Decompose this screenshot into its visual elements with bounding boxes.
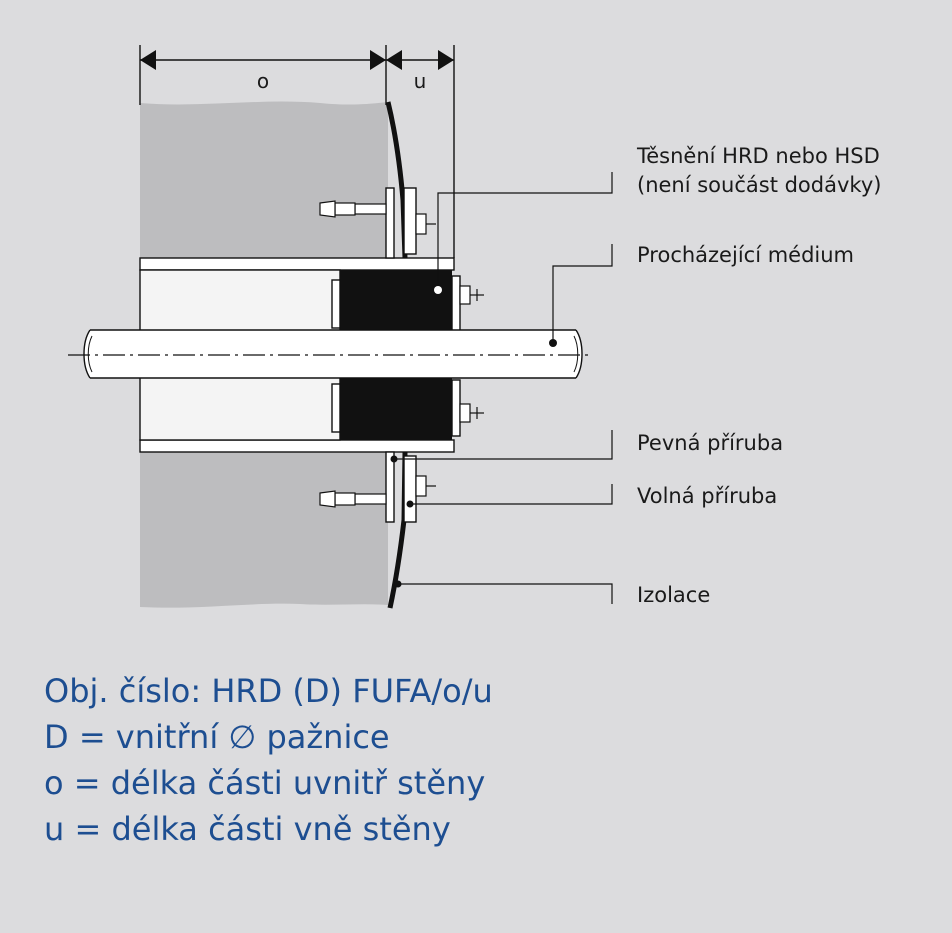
caption-line-u: u = délka části vně stěny xyxy=(44,810,451,848)
wall-anchors xyxy=(319,200,387,508)
seal-nuts xyxy=(459,285,484,423)
label-insulation: Izolace xyxy=(637,583,711,607)
through-pipe xyxy=(68,329,592,379)
caption-line-d: D = vnitřní ∅ pažnice xyxy=(44,718,390,756)
leader-lines xyxy=(394,172,613,604)
label-seal-line1: Těsnění HRD nebo HSD xyxy=(637,144,880,168)
caption-line-order-number: Obj. číslo: HRD (D) FUFA/o/u xyxy=(44,672,493,710)
flange-bolts xyxy=(415,213,436,497)
dimension-arrows xyxy=(140,50,454,70)
dimension-o-label: o xyxy=(257,69,269,93)
fixed-flange xyxy=(385,187,395,523)
label-loose-flange: Volná příruba xyxy=(637,484,778,508)
seal-block xyxy=(340,270,452,440)
wall-upper xyxy=(140,101,388,258)
dimension-u-label: u xyxy=(414,69,427,93)
leader-dots xyxy=(390,286,557,588)
label-medium: Procházející médium xyxy=(637,243,855,267)
order-caption: Obj. číslo: HRD (D) FUFA/o/u D = vnitřní… xyxy=(44,668,493,852)
caption-line-o: o = délka části uvnitř stěny xyxy=(44,764,486,802)
label-fixed-flange: Pevná příruba xyxy=(637,431,784,455)
label-seal-line2: (není součást dodávky) xyxy=(637,173,882,197)
wall-lower xyxy=(140,452,388,608)
